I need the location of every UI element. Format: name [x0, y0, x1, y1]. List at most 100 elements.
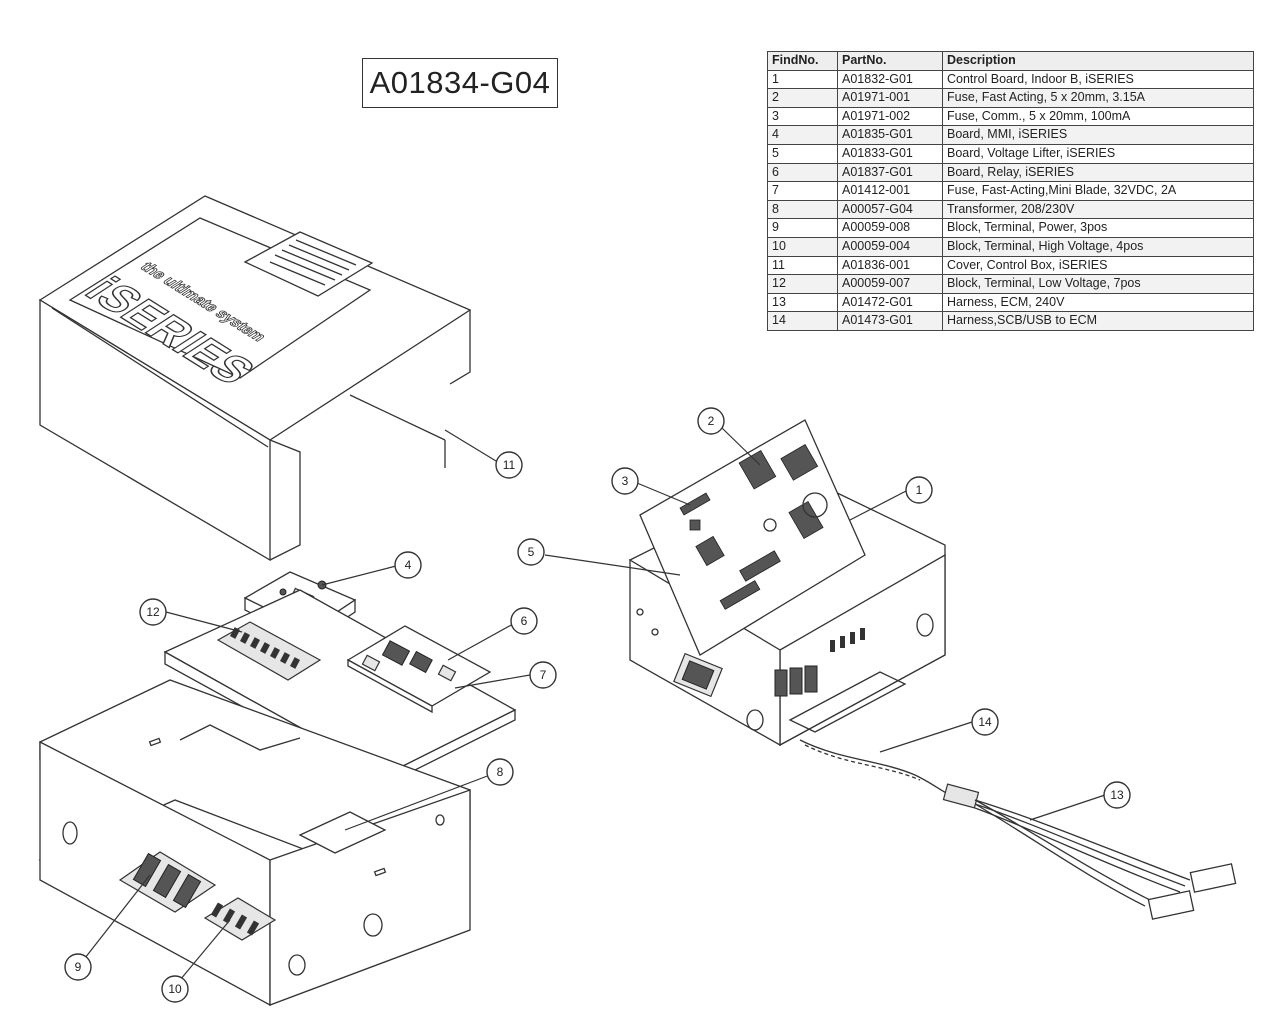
find-no-cell: 6	[767, 162, 838, 183]
part-no-cell: A01412-001	[837, 181, 943, 201]
find-no-cell: 10	[767, 236, 838, 257]
description-cell: Cover, Control Box, iSERIES	[942, 255, 1254, 276]
find-no-cell: 2	[767, 88, 838, 108]
description-cell: Board, MMI, iSERIES	[942, 125, 1254, 145]
power-terminal-block	[118, 851, 217, 913]
callout-7: 7	[529, 661, 557, 689]
find-no-cell: 11	[767, 255, 838, 276]
svg-text:8: 8	[497, 765, 504, 779]
svg-text:10: 10	[168, 982, 182, 996]
svg-text:6: 6	[521, 614, 528, 628]
high-voltage-terminal-block	[203, 897, 277, 941]
svg-text:2: 2	[708, 414, 715, 428]
description-cell: Board, Voltage Lifter, iSERIES	[942, 143, 1254, 164]
svg-text:7: 7	[540, 668, 547, 682]
part-no-cell: A01472-G01	[837, 292, 943, 313]
callout-13: 13	[1103, 781, 1131, 809]
description-cell: Control Board, Indoor B, iSERIES	[942, 69, 1254, 90]
part-no-cell: A00059-007	[837, 274, 943, 294]
description-cell: Harness, ECM, 240V	[942, 292, 1254, 313]
callout-9: 9	[64, 953, 92, 981]
callout-10: 10	[161, 975, 189, 1003]
indoor-control-board	[639, 419, 866, 656]
header-part-no: PartNo.	[837, 51, 943, 71]
callout-2: 2	[697, 407, 725, 435]
description-cell: Block, Terminal, Low Voltage, 7pos	[942, 274, 1254, 294]
control-box-cover: iSERIES the ultimate system	[38, 195, 472, 562]
part-no-cell: A01836-001	[837, 255, 943, 276]
description-cell: Transformer, 208/230V	[942, 199, 1254, 220]
svg-text:12: 12	[146, 605, 160, 619]
svg-text:1: 1	[916, 483, 923, 497]
find-no-cell: 4	[767, 125, 838, 145]
svg-text:13: 13	[1110, 788, 1124, 802]
description-cell: Fuse, Comm., 5 x 20mm, 100mA	[942, 106, 1254, 127]
svg-text:5: 5	[528, 545, 535, 559]
callout-8: 8	[486, 758, 514, 786]
callout-14: 14	[971, 708, 999, 736]
part-no-cell: A01837-G01	[837, 162, 943, 183]
part-no-cell: A00057-G04	[837, 199, 943, 220]
find-no-cell: 13	[767, 292, 838, 313]
part-no-cell: A01833-G01	[837, 143, 943, 164]
svg-text:3: 3	[622, 474, 629, 488]
find-no-cell: 3	[767, 106, 838, 127]
part-no-cell: A00059-004	[837, 236, 943, 257]
part-no-cell: A01835-G01	[837, 125, 943, 145]
part-no-cell: A01473-G01	[837, 311, 943, 331]
part-no-cell: A00059-008	[837, 218, 943, 238]
find-no-cell: 12	[767, 274, 838, 294]
svg-text:14: 14	[978, 715, 992, 729]
description-cell: Fuse, Fast-Acting,Mini Blade, 32VDC, 2A	[942, 181, 1254, 201]
find-no-cell: 5	[767, 143, 838, 164]
svg-text:9: 9	[75, 960, 82, 974]
callout-5: 5	[517, 538, 545, 566]
svg-text:11: 11	[503, 458, 516, 472]
description-cell: Board, Relay, iSERIES	[942, 162, 1254, 183]
cover-label-plate	[243, 231, 374, 297]
part-no-cell: A01832-G01	[837, 69, 943, 90]
find-no-cell: 1	[767, 69, 838, 90]
callout-11: 11	[495, 451, 523, 479]
description-cell: Fuse, Fast Acting, 5 x 20mm, 3.15A	[942, 88, 1254, 108]
part-no-cell: A01971-002	[837, 106, 943, 127]
find-no-cell: 9	[767, 218, 838, 238]
wiring-harnesses	[799, 739, 1237, 920]
callout-3: 3	[611, 467, 639, 495]
part-no-cell: A01971-001	[837, 88, 943, 108]
header-find-no: FindNo.	[767, 51, 838, 71]
leader-lines	[84, 427, 1106, 981]
find-no-cell: 7	[767, 181, 838, 201]
parts-table-header-row: FindNo. PartNo. Description	[767, 51, 1254, 71]
callout-6: 6	[510, 607, 538, 635]
header-description: Description	[942, 51, 1254, 71]
svg-text:4: 4	[405, 558, 412, 572]
description-cell: Block, Terminal, High Voltage, 4pos	[942, 236, 1254, 257]
callout-12: 12	[139, 598, 167, 626]
low-voltage-terminal-block	[216, 621, 322, 681]
assembly-number-box: A01834-G04	[362, 58, 558, 108]
callout-1: 1	[905, 476, 933, 504]
callout-4: 4	[394, 551, 422, 579]
find-no-cell: 8	[767, 199, 838, 220]
relay-board	[346, 625, 492, 714]
description-cell: Harness,SCB/USB to ECM	[942, 311, 1254, 331]
description-cell: Block, Terminal, Power, 3pos	[942, 218, 1254, 238]
find-no-cell: 14	[767, 311, 838, 331]
